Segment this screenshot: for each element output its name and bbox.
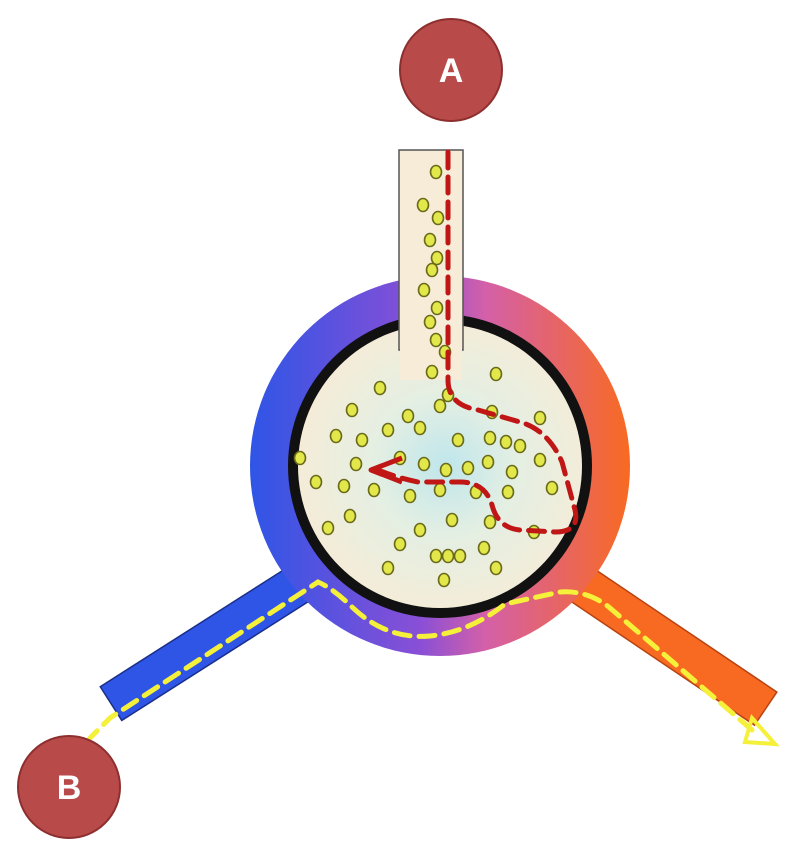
particle	[417, 282, 431, 298]
particle	[461, 460, 475, 476]
particle	[431, 210, 445, 226]
particle	[321, 520, 335, 536]
particle	[441, 548, 455, 564]
particle	[533, 452, 547, 468]
particle	[429, 164, 443, 180]
particle	[439, 462, 453, 478]
particle	[329, 428, 343, 444]
particle	[373, 380, 387, 396]
particle	[337, 478, 351, 494]
path-b-line	[87, 579, 755, 741]
particle	[437, 572, 451, 588]
particle	[429, 332, 443, 348]
particle	[425, 262, 439, 278]
particle	[293, 450, 307, 466]
particle	[349, 456, 363, 472]
particle	[413, 420, 427, 436]
particle	[355, 432, 369, 448]
badge-b: B	[17, 735, 121, 839]
particle	[343, 508, 357, 524]
particle	[417, 456, 431, 472]
outlet-arm-hot	[562, 562, 778, 727]
particle	[429, 548, 443, 564]
path-b-arrowhead	[742, 713, 780, 747]
chamber-fluid	[298, 324, 582, 608]
particle	[401, 408, 415, 424]
particle	[483, 430, 497, 446]
particle	[430, 300, 444, 316]
particle	[345, 402, 359, 418]
particle	[483, 514, 497, 530]
particle	[430, 250, 444, 266]
badge-a: A	[399, 18, 503, 122]
particle	[451, 432, 465, 448]
path-a-arrowhead	[368, 455, 403, 485]
particle	[413, 522, 427, 538]
badge-b-label: B	[57, 769, 82, 807]
particle	[505, 464, 519, 480]
particle	[433, 398, 447, 414]
particle	[423, 232, 437, 248]
particle	[381, 560, 395, 576]
particle	[309, 474, 323, 490]
particle	[403, 488, 417, 504]
particle	[545, 480, 559, 496]
particle	[433, 482, 447, 498]
particle	[445, 512, 459, 528]
particle	[367, 482, 381, 498]
particle	[425, 364, 439, 380]
particle	[513, 438, 527, 454]
particle	[453, 548, 467, 564]
particle	[501, 484, 515, 500]
particle	[393, 536, 407, 552]
outlet-arm-b	[99, 562, 317, 722]
particle	[499, 434, 513, 450]
particle	[416, 197, 430, 213]
particle	[489, 366, 503, 382]
path-a-line	[375, 149, 579, 535]
particle	[477, 540, 491, 556]
particle	[481, 454, 495, 470]
badge-a-label: A	[439, 52, 464, 90]
particle	[533, 410, 547, 426]
particle	[489, 560, 503, 576]
particle	[381, 422, 395, 438]
particle	[423, 314, 437, 330]
